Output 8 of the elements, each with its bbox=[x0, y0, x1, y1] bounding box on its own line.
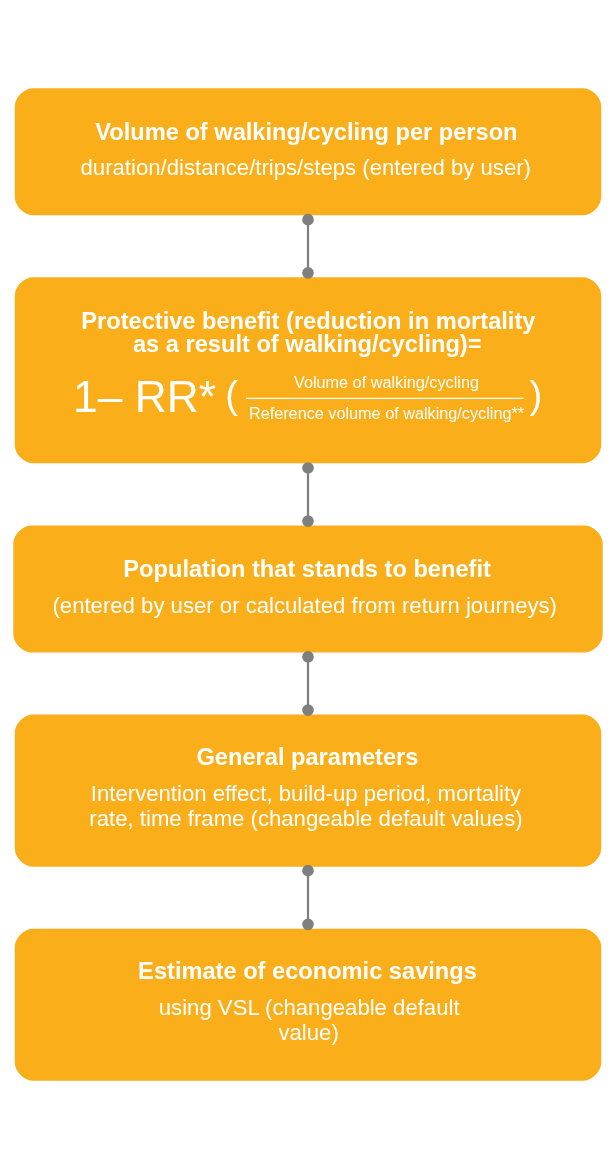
connector bbox=[302, 864, 314, 930]
connector bbox=[302, 213, 314, 279]
node-box: General parameters Intervention effect, build-up period, mortality rate, time frame (changeable default values) bbox=[14, 714, 602, 867]
connector bbox=[302, 461, 314, 527]
node-box: Volume of walking/cycling per person duration/distance/trips/steps (entered by user) bbox=[14, 87, 602, 215]
node-box: Population that stands to benefit (entered by user or calculated from return journeys) bbox=[13, 524, 603, 652]
connector bbox=[302, 650, 314, 716]
node-box: Estimate of economic savings using VSL (changeable default value) bbox=[14, 928, 602, 1081]
